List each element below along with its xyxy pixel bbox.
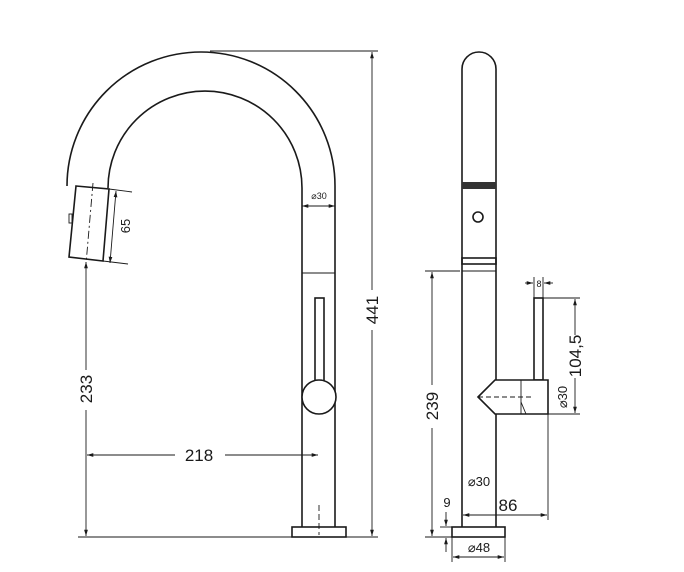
hose-band-bottom: [461, 257, 497, 265]
ext-line: [108, 188, 133, 193]
side-view: 239 8 104,5 ⌀30 ⌀30 86 9 ⌀48: [423, 51, 585, 562]
dim-outlet-height: 233: [77, 375, 96, 403]
dim-body-height: 239: [423, 392, 442, 420]
dim-total-height: 441: [363, 296, 382, 324]
spray-centerline: [85, 182, 94, 265]
dim-base-diameter: ⌀48: [468, 540, 490, 555]
handle-lever: [314, 297, 325, 383]
handle-knob: [301, 379, 337, 415]
dim-spray-height: 65: [118, 219, 133, 233]
dim-lever-width: 8: [536, 279, 541, 289]
dim-handle-projection: 86: [499, 496, 518, 515]
side-pipe-outline: [461, 51, 497, 527]
side-handle-lever: [533, 297, 544, 381]
ext-line: [102, 260, 129, 265]
side-base-plate: [451, 526, 506, 538]
handle-joint-line: [520, 401, 527, 415]
spout-outer-outline: [66, 51, 336, 527]
front-view: 65 ⌀30 233 218 441: [66, 50, 382, 538]
spout-inner-outline: [107, 90, 303, 527]
dim-reach: 218: [185, 446, 213, 465]
spray-button: [68, 213, 73, 224]
hose-band-top: [462, 182, 496, 189]
dim-pipe-diameter: ⌀30: [311, 191, 326, 201]
dim-base-thickness: 9: [443, 495, 450, 510]
spray-button: [472, 211, 484, 223]
dim-pipe-diameter: ⌀30: [468, 474, 490, 489]
dim-handle-diameter: ⌀30: [555, 386, 570, 408]
dim-lever-height: 104,5: [566, 335, 585, 378]
dim-line-65: [108, 190, 118, 264]
spray-head: [68, 185, 110, 262]
